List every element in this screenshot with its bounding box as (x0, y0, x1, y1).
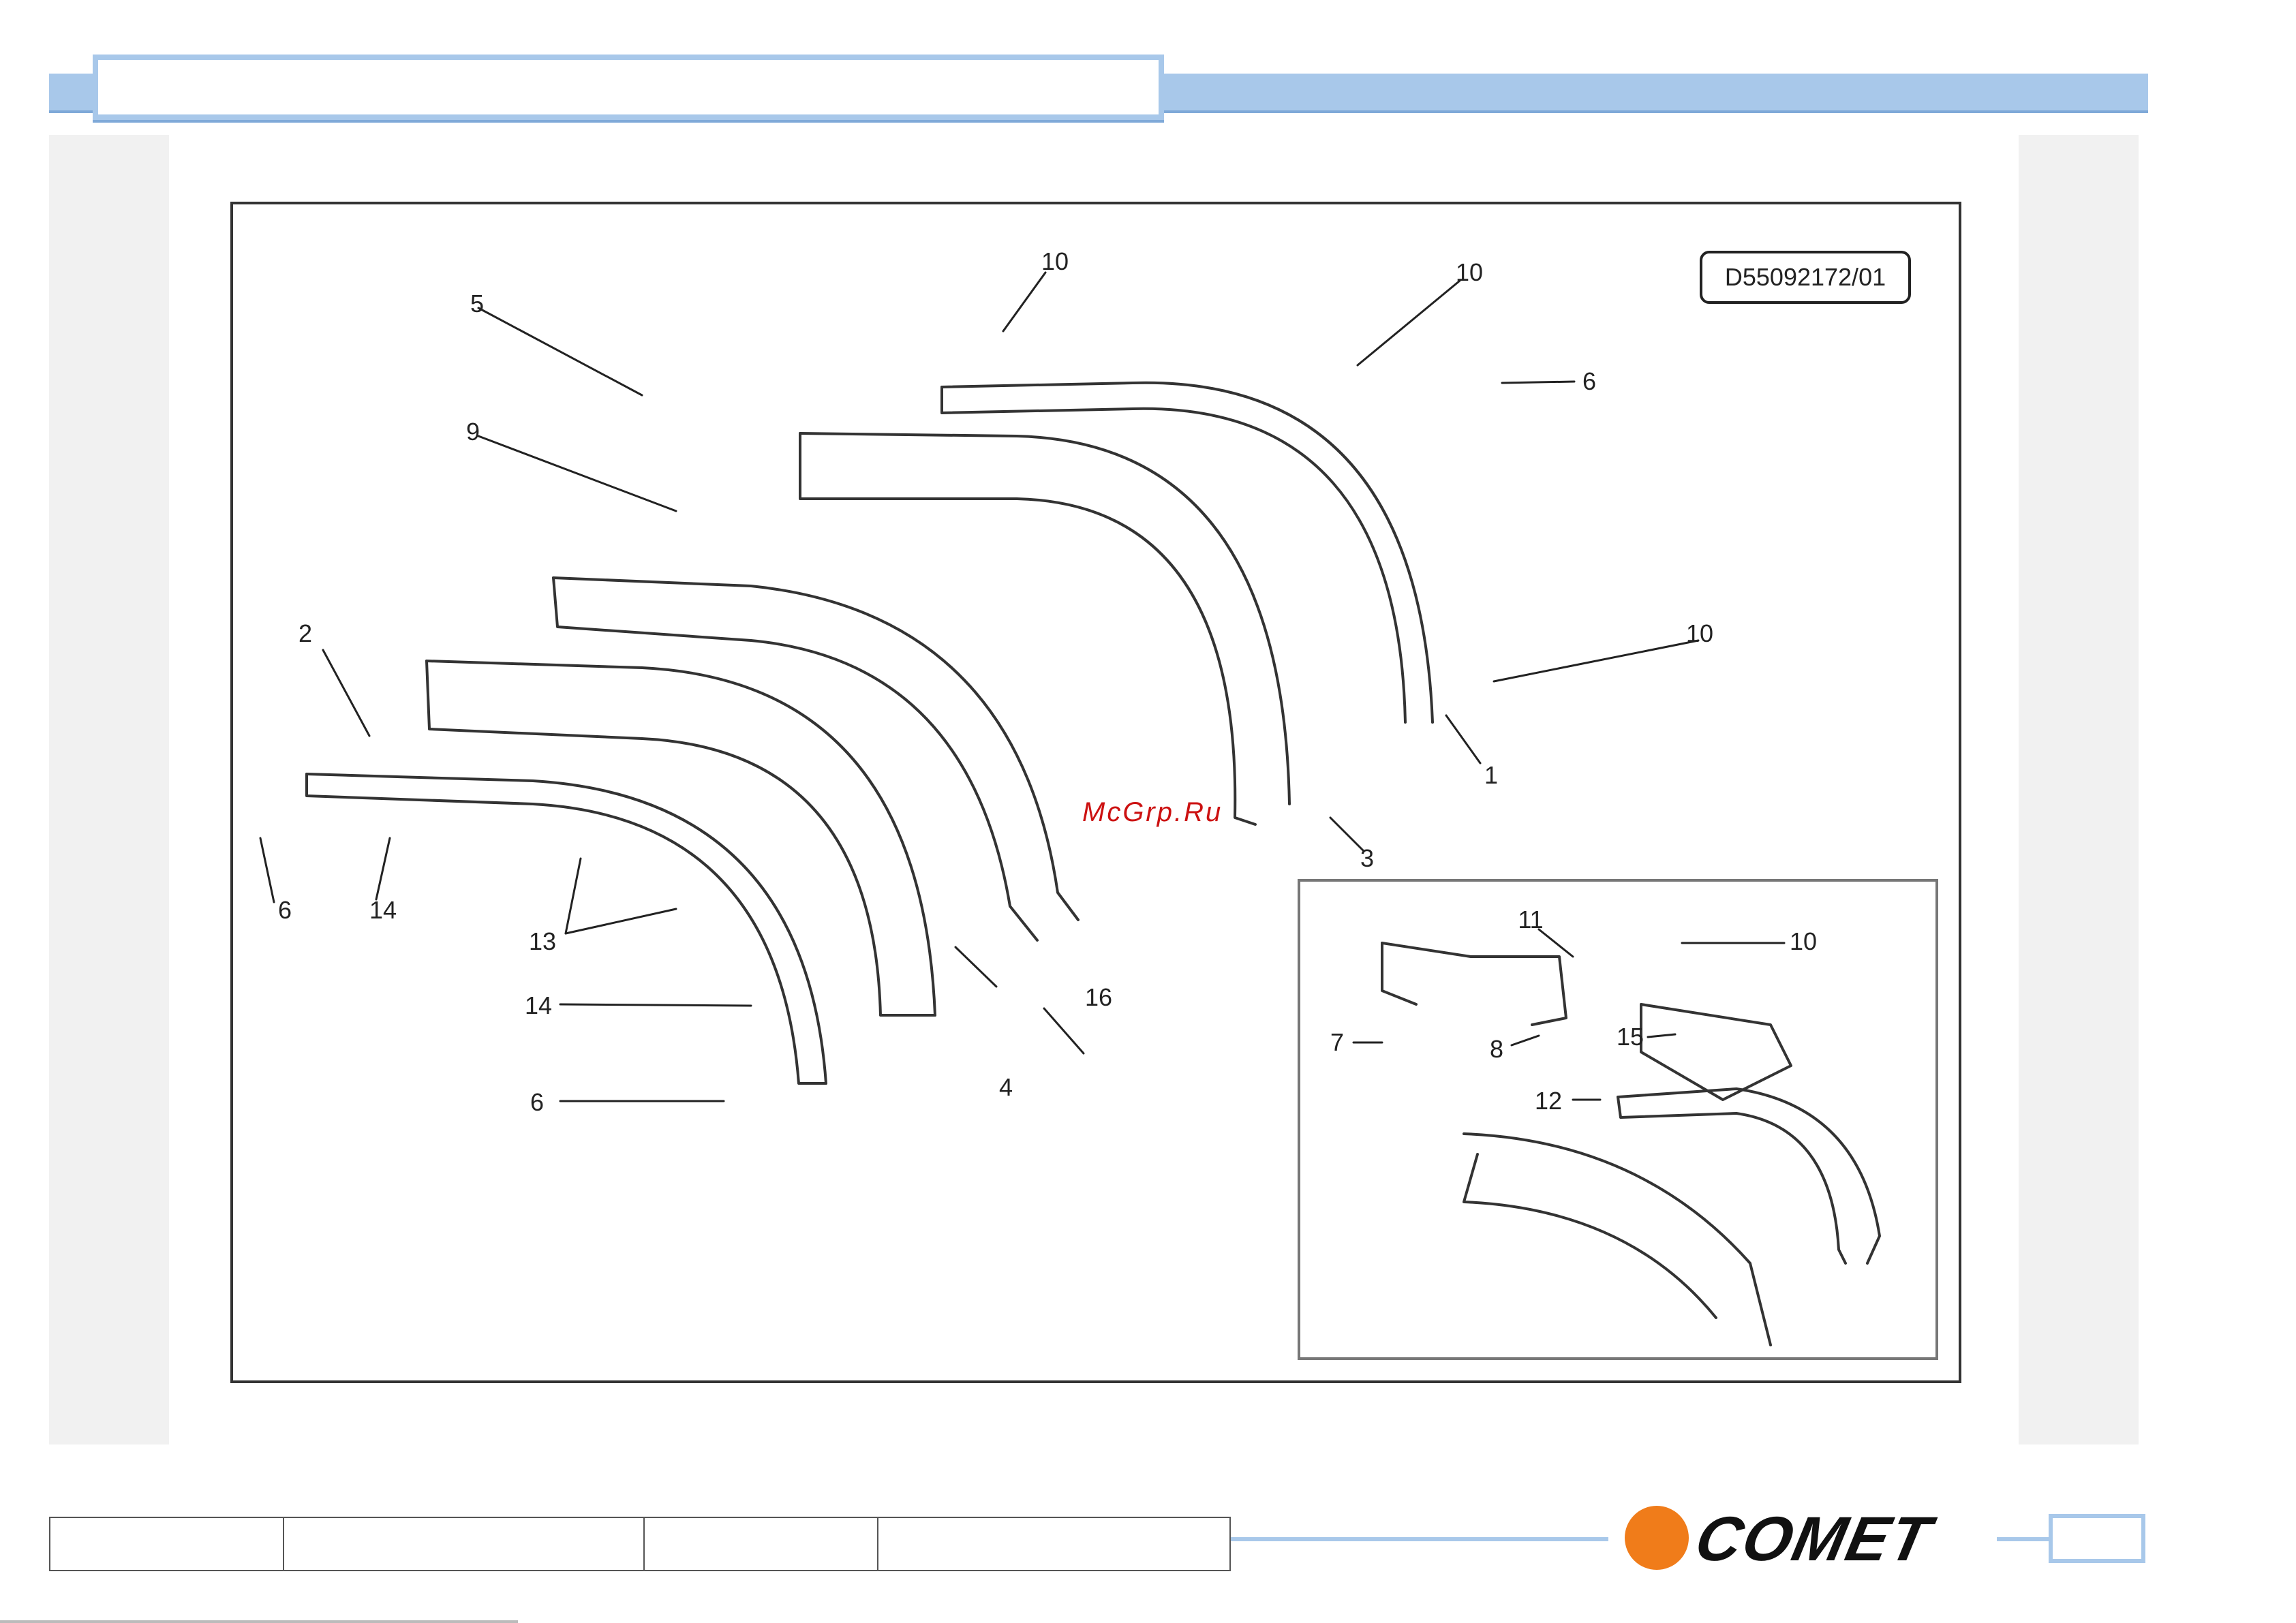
part-4-blade (427, 661, 935, 1015)
callout-6-right: 6 (1582, 367, 1596, 396)
comet-logo-dot (1625, 1506, 1689, 1570)
callout-5: 5 (470, 290, 484, 318)
left-margin-panel (49, 135, 169, 1444)
callout-10-middle: 10 (1456, 258, 1483, 287)
header-title-box (93, 55, 1164, 120)
callout-6-bottom: 6 (530, 1088, 544, 1117)
inset-artwork (1300, 882, 1935, 1357)
document-code-label: D55092172/01 (1700, 251, 1911, 304)
right-margin-panel (2019, 135, 2139, 1444)
part-3-blade (800, 433, 1289, 804)
footer-cell-3 (645, 1518, 878, 1570)
callout-13: 13 (529, 927, 556, 956)
inset-part-15 (1641, 1004, 1791, 1100)
callout-14-bottom: 14 (525, 991, 552, 1020)
bottom-rule (0, 1620, 518, 1623)
callout-4: 4 (999, 1073, 1013, 1102)
callout-14-left: 14 (369, 896, 397, 925)
comet-logo: COMET (1690, 1509, 1936, 1570)
callout-9: 9 (466, 418, 480, 446)
central-body (553, 578, 1078, 920)
callout-10-left: 10 (1041, 247, 1069, 276)
page-number-box (2049, 1514, 2145, 1563)
part-1-strip (942, 383, 1433, 722)
inset-callout-15: 15 (1617, 1023, 1644, 1051)
inset-callout-11: 11 (1518, 906, 1543, 934)
footer-accent-line-right (1997, 1537, 2049, 1541)
inset-callout-12: 12 (1535, 1087, 1562, 1115)
inset-bracket (1382, 943, 1566, 1025)
callout-6-left: 6 (278, 896, 292, 925)
footer-accent-line (1231, 1537, 1608, 1541)
footer-cell-2 (284, 1518, 645, 1570)
inset-callout-7: 7 (1330, 1028, 1344, 1057)
footer-cell-4 (878, 1518, 1229, 1570)
callout-16: 16 (1085, 983, 1112, 1012)
inset-detail-view: 11 10 7 8 15 12 (1298, 879, 1938, 1360)
footer-cell-1 (50, 1518, 284, 1570)
callout-1: 1 (1484, 761, 1498, 790)
callout-2: 2 (299, 619, 312, 648)
footer-info-table (49, 1517, 1231, 1571)
callout-10-right: 10 (1686, 619, 1713, 648)
callout-3: 3 (1360, 844, 1374, 873)
inset-callout-10: 10 (1790, 927, 1817, 956)
inset-callout-8: 8 (1490, 1035, 1503, 1064)
watermark-text: McGrp.Ru (1082, 797, 1223, 828)
